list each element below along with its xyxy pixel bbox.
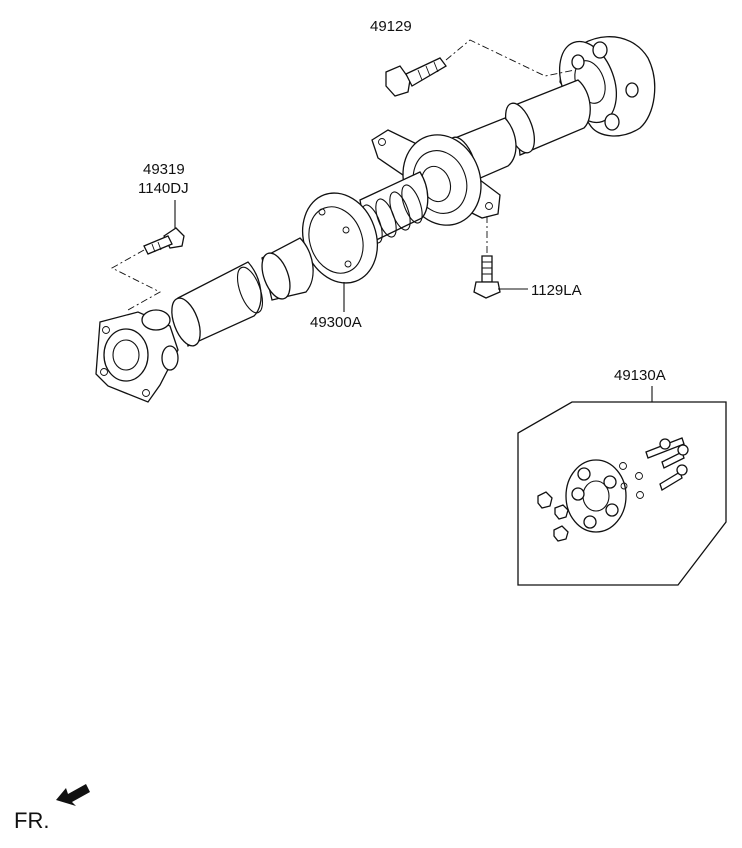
label-49129: 49129 — [370, 18, 412, 35]
bolt-49129 — [385, 57, 447, 97]
label-1140DJ: 1140DJ — [138, 180, 189, 197]
middle-joint — [261, 192, 378, 301]
dash-bolt-49319 — [111, 249, 161, 311]
label-49130A: 49130A — [614, 367, 666, 384]
leader-bolt-49129 — [445, 39, 576, 77]
kit-box-49130A — [517, 386, 727, 586]
spline-boot — [359, 171, 429, 245]
label-49319: 49319 — [143, 161, 185, 178]
front-arrow-icon — [56, 784, 90, 806]
front-yoke-flange — [95, 309, 179, 403]
front-shaft-tube — [171, 261, 264, 347]
label-fr: FR. — [14, 808, 49, 833]
bolt-49319 — [143, 227, 185, 255]
bolt-1129LA — [473, 255, 501, 299]
label-1129LA: 1129LA — [531, 282, 582, 299]
front-direction-indicator: FR. — [14, 784, 90, 833]
label-49300A: 49300A — [310, 314, 362, 331]
